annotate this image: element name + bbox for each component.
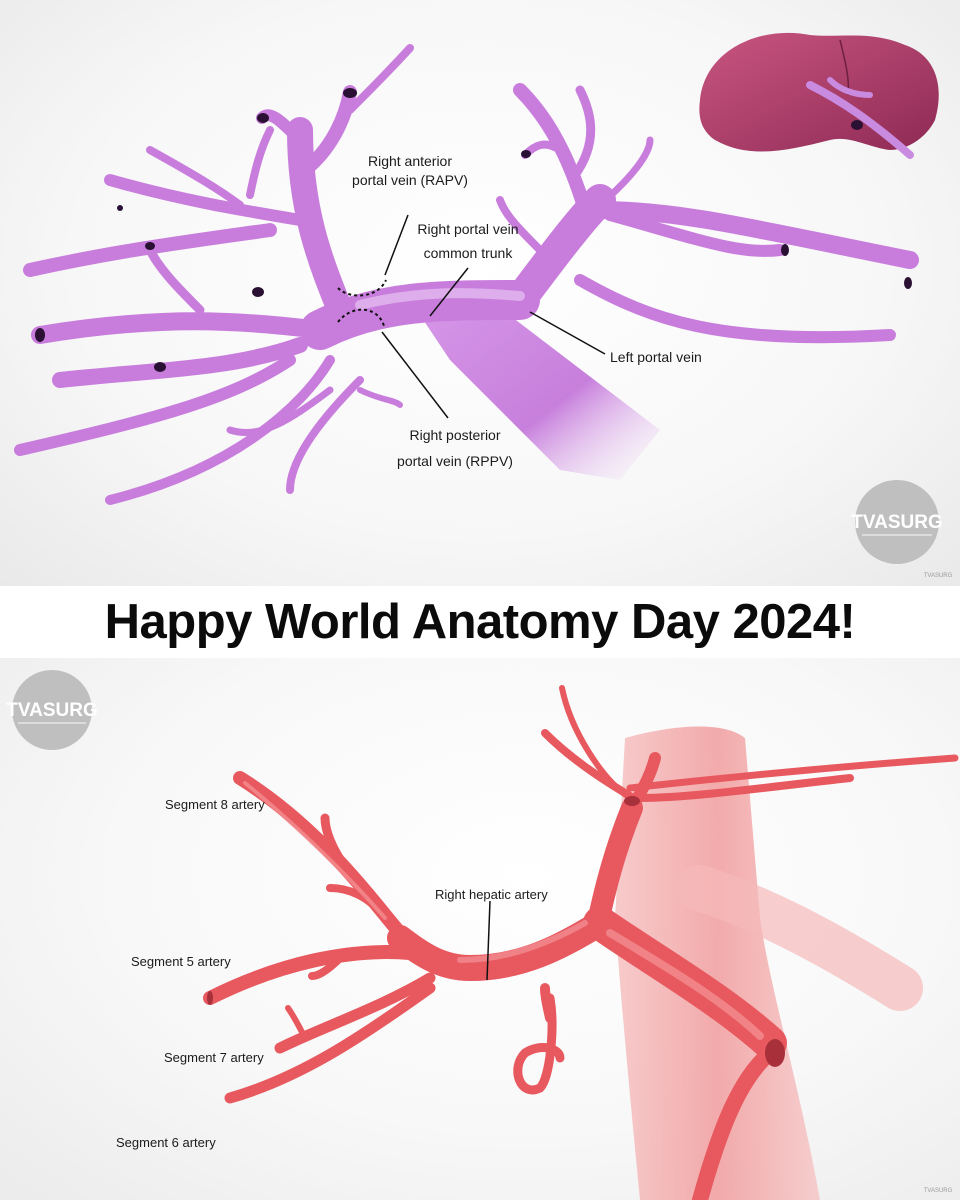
- watermark-text: TVASURG: [924, 573, 953, 579]
- label-segment-5-artery: Segment 5 artery: [131, 954, 231, 969]
- portal-vein-illustration: Right anterior portal vein (RAPV) Right …: [0, 0, 960, 586]
- rha-leader-line: [486, 900, 491, 981]
- label-rpv-line2: common trunk: [424, 245, 514, 261]
- artery-openings: [207, 796, 785, 1067]
- logo-text: TVASURG: [851, 512, 942, 533]
- rppv-division-marker: [337, 308, 385, 327]
- tvasurg-logo: TVASURG: [6, 670, 98, 750]
- hepatic-artery-diagram: Segment 8 artery Right hepatic artery Se…: [6, 670, 959, 1200]
- background-vein: [615, 726, 923, 1200]
- label-rppv-line1: Right posterior: [409, 427, 500, 443]
- label-rppv-line2: portal vein (RPPV): [397, 453, 513, 469]
- label-rapv-line2: portal vein (RAPV): [352, 172, 468, 188]
- label-rapv-line1: Right anterior: [368, 153, 452, 169]
- hepatic-artery-illustration: Segment 8 artery Right hepatic artery Se…: [0, 658, 960, 1200]
- artery-highlights: [243, 781, 764, 1040]
- watermark-text: TVASURG: [924, 1188, 953, 1194]
- vessel-openings: [35, 88, 912, 372]
- title-banner: Happy World Anatomy Day 2024!: [0, 586, 960, 658]
- rpv-trunk-leader-line: [429, 267, 469, 317]
- tvasurg-logo: TVASURG: [851, 480, 943, 564]
- rppv-leader-line: [381, 331, 449, 419]
- rpv-leader-line: [384, 214, 409, 276]
- label-rpv-line1: Right portal vein: [417, 221, 518, 237]
- portal-vein-branches: [14, 44, 919, 505]
- lpv-leader-line: [529, 311, 606, 355]
- label-right-hepatic-artery: Right hepatic artery: [435, 887, 548, 902]
- label-lpv: Left portal vein: [610, 349, 702, 365]
- liver-inset-icon: [699, 32, 939, 159]
- rapv-division-marker: [337, 279, 387, 297]
- page-title: Happy World Anatomy Day 2024!: [104, 595, 856, 649]
- logo-text: TVASURG: [6, 700, 97, 721]
- label-segment-6-artery: Segment 6 artery: [116, 1135, 216, 1150]
- label-segment-7-artery: Segment 7 artery: [164, 1050, 264, 1065]
- portal-vein-main-trunk: [410, 285, 660, 480]
- portal-vein-diagram: Right anterior portal vein (RAPV) Right …: [14, 32, 953, 579]
- label-segment-8-artery: Segment 8 artery: [165, 797, 265, 812]
